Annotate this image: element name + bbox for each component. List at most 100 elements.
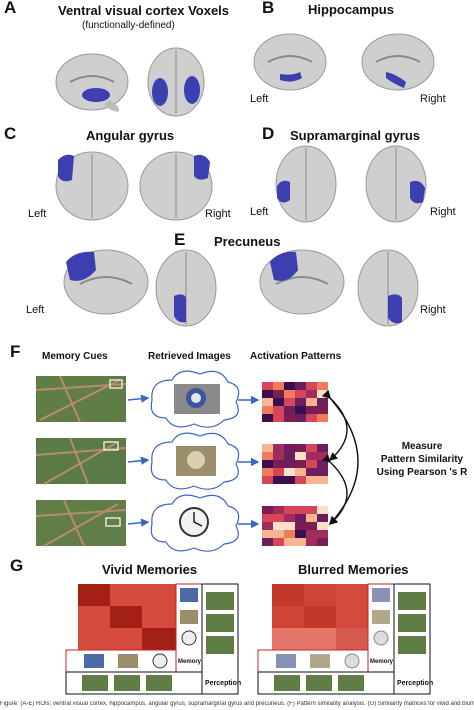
activation-cell — [262, 414, 273, 422]
activation-cell — [273, 398, 284, 406]
activation-cell — [284, 460, 295, 468]
panel-e-letter: E — [174, 230, 186, 249]
panel-f-letter: F — [10, 342, 21, 361]
activation-cell — [295, 468, 306, 476]
activation-cell — [262, 506, 273, 514]
activation-cell — [273, 506, 284, 514]
brain-sagittal-e1-icon — [63, 249, 149, 315]
activation-cell — [295, 398, 306, 406]
activation-cell — [273, 460, 284, 468]
activation-cell — [262, 538, 273, 546]
activation-cell — [273, 390, 284, 398]
brain-axial-icon — [147, 47, 205, 117]
panel-e-title: Precuneus — [214, 234, 281, 249]
activation-cell — [306, 514, 317, 522]
activation-cell — [306, 522, 317, 530]
activation-cell — [295, 530, 306, 538]
activation-cell — [284, 468, 295, 476]
panel-c-title: Angular gyrus — [86, 128, 175, 143]
vivid-memory-label: Memory — [178, 659, 202, 665]
blurred-similarity-matrix — [272, 584, 368, 650]
panel-f-graphic — [35, 370, 359, 552]
activation-cell — [284, 506, 295, 514]
vivid-memory-img-2 — [180, 610, 198, 624]
activation-cell — [273, 514, 284, 522]
activation-cell — [317, 382, 328, 390]
vivid-similarity-matrix — [78, 584, 176, 650]
activation-cell — [317, 522, 328, 530]
activation-cell — [262, 444, 273, 452]
col-retrieved-images: Retrieved Images — [148, 351, 231, 362]
measure-line-3: Using Pearson 's R — [376, 467, 468, 478]
panel-a-letter: A — [4, 0, 17, 17]
activation-cell — [284, 406, 295, 414]
retrieved-image-2-cloud — [150, 432, 240, 490]
activation-cell — [306, 538, 317, 546]
activation-cell — [295, 390, 306, 398]
activation-cell — [295, 538, 306, 546]
activation-cell — [273, 522, 284, 530]
activation-cell — [262, 406, 273, 414]
activation-cell — [284, 530, 295, 538]
activation-cell — [262, 398, 273, 406]
panel-a-brains — [55, 47, 205, 117]
blurred-memory-img-3 — [373, 630, 389, 646]
activation-cell — [317, 538, 328, 546]
panel-d-title: Supramarginal gyrus — [290, 128, 421, 143]
brain-axial-e1-icon — [155, 249, 217, 327]
brain-right-hemisphere-icon — [361, 33, 435, 91]
activation-cell — [306, 530, 317, 538]
activation-cell — [295, 506, 306, 514]
activation-cell — [273, 530, 284, 538]
panel-b-title: Hippocampus — [308, 2, 394, 17]
memory-cue-3-image — [35, 499, 127, 547]
activation-cell — [306, 460, 317, 468]
activation-cell — [273, 406, 284, 414]
panel-e-left-label: Left — [26, 304, 45, 316]
activation-cell — [273, 414, 284, 422]
panel-d-letter: D — [262, 124, 275, 143]
activation-cell — [262, 530, 273, 538]
brain-axial-e2-icon — [357, 249, 419, 327]
figure-caption: Figure: (A-E) ROIs: ventral visual corte… — [0, 701, 474, 707]
activation-cell — [295, 476, 306, 484]
memory-cue-2-image — [35, 437, 127, 485]
activation-cell — [295, 406, 306, 414]
vivid-memory-img-1 — [180, 588, 198, 602]
measure-line-1: Measure — [401, 441, 443, 452]
brain-axial-left-icon — [275, 145, 337, 223]
activation-cell — [295, 514, 306, 522]
retrieved-image-3-cloud — [150, 494, 240, 552]
activation-cell — [262, 522, 273, 530]
vivid-memory-img-3 — [181, 630, 197, 646]
brain-sagittal-e2-icon — [259, 249, 345, 315]
activation-cell — [284, 476, 295, 484]
activation-cell — [273, 444, 284, 452]
panel-a-subtitle: (functionally-defined) — [82, 20, 175, 31]
activation-cell — [306, 506, 317, 514]
activation-cell — [306, 452, 317, 460]
panel-g-letter: G — [10, 556, 24, 575]
panel-b-brains — [253, 33, 435, 91]
activation-cell — [284, 522, 295, 530]
activation-cell — [306, 476, 317, 484]
panel-c-left-label: Left — [28, 208, 47, 220]
activation-cell — [273, 452, 284, 460]
activation-cell — [273, 538, 284, 546]
activation-cell — [262, 468, 273, 476]
activation-cell — [284, 514, 295, 522]
activation-cell — [295, 452, 306, 460]
panel-c-letter: C — [4, 124, 17, 143]
panel-c-right-label: Right — [205, 208, 231, 220]
blurred-memory-label: Memory — [370, 659, 394, 665]
brain-left-hemisphere-icon — [253, 33, 327, 91]
activation-cell — [306, 444, 317, 452]
activation-cell — [306, 382, 317, 390]
activation-cell — [306, 398, 317, 406]
panel-d-brains — [275, 145, 427, 223]
brain-sagittal-icon — [55, 53, 129, 112]
activation-cell — [295, 444, 306, 452]
retrieved-image-1-cloud — [150, 370, 240, 428]
activation-cell — [262, 390, 273, 398]
